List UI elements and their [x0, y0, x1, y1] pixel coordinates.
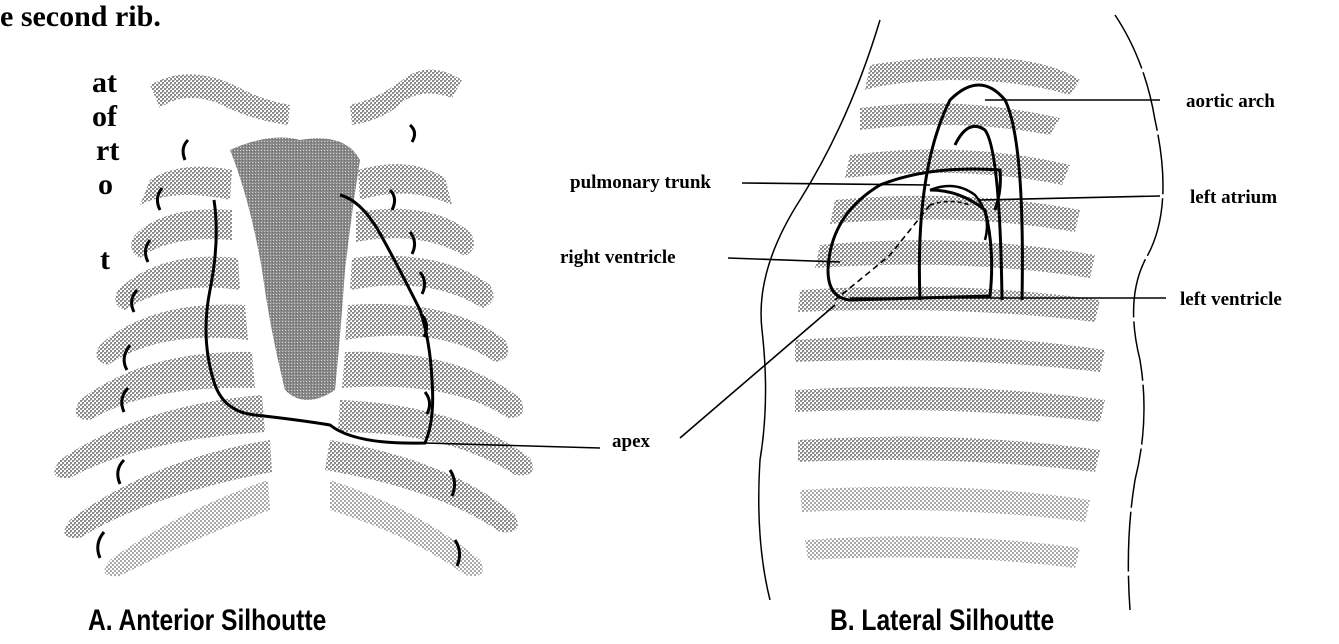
- right-clavicle: [350, 69, 462, 125]
- label-aortic-arch: aortic arch: [1186, 92, 1275, 111]
- label-apex: apex: [612, 432, 650, 451]
- lateral-torso: [680, 15, 1166, 610]
- label-left-ventricle: left ventricle: [1180, 290, 1282, 309]
- caption-anterior: A. Anterior Silhoutte: [88, 606, 326, 636]
- caption-lateral: B. Lateral Silhoutte: [830, 606, 1054, 636]
- anterior-ribcage: [54, 69, 600, 576]
- left-clavicle: [150, 74, 290, 125]
- label-pulmonary-trunk: pulmonary trunk: [570, 173, 711, 192]
- label-left-atrium: left atrium: [1190, 188, 1277, 207]
- label-right-ventricle: right ventricle: [560, 248, 676, 267]
